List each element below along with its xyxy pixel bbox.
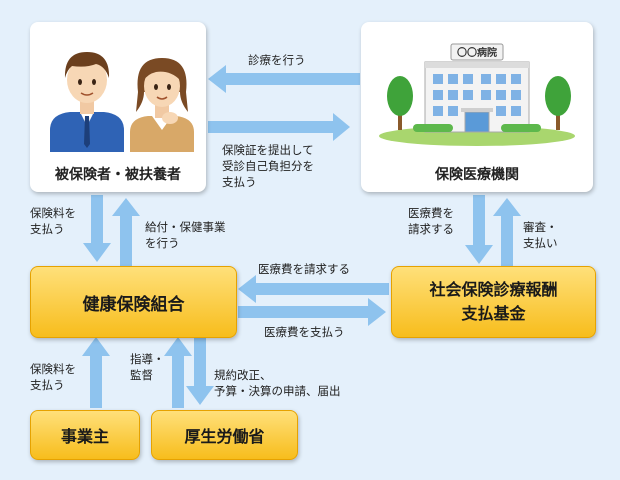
label-claim-costs: 医療費を請求する [258, 262, 350, 276]
ministry-label: 厚生労働省 [184, 427, 265, 446]
arrow-pay-costs [238, 298, 386, 326]
hospital-label: 保険医療機関 [435, 167, 519, 183]
arrow-employer-premium [82, 337, 110, 408]
insured-label: 被保険者・被扶養者 [55, 167, 181, 183]
hospital-building-illustration: 〇〇病院 [379, 43, 575, 146]
arrow-guidance [164, 337, 192, 408]
label-submit-card-l1: 保険証を提出して [222, 143, 314, 157]
label-pay-premium-l2: 支払う [30, 222, 65, 236]
label-medical-claim-l1: 医療費を [408, 206, 454, 220]
insured-box: 被保険者・被扶養者 [30, 22, 206, 192]
arrow-review-payment [493, 198, 521, 266]
label-consultation: 診療を行う [248, 53, 306, 67]
tree-left [387, 76, 413, 130]
woman-figure [130, 58, 194, 152]
arrow-consultation [208, 65, 360, 93]
label-pay-costs: 医療費を支払う [264, 325, 345, 339]
label-reports-l1: 規約改正、 [214, 368, 272, 382]
arrow-pay-premium [83, 195, 111, 262]
arrow-reports [186, 337, 214, 405]
man-figure [50, 52, 124, 152]
union-label: 健康保険組合 [82, 294, 185, 315]
label-review-l2: 支払い [523, 236, 558, 250]
label-submit-card-l3: 支払う [222, 175, 257, 189]
health-insurance-union-box: 健康保険組合 [30, 266, 237, 338]
arrow-medical-claim [465, 195, 493, 264]
employer-label: 事業主 [60, 427, 109, 446]
insured-people-illustration [50, 52, 194, 152]
fund-label-line1: 社会保険診療報酬 [429, 280, 558, 299]
label-pay-premium-l1: 保険料を [30, 206, 76, 220]
label-submit-card-l2: 受診自己負担分を [222, 159, 314, 173]
label-employer-premium-l2: 支払う [30, 378, 65, 392]
label-guidance-l2: 監督 [130, 368, 153, 382]
hospital-sign: 〇〇病院 [457, 46, 497, 59]
label-review-l1: 審査・ [523, 220, 558, 234]
label-employer-premium-l1: 保険料を [30, 362, 76, 376]
arrow-submit-card [208, 113, 350, 141]
tree-right [545, 76, 571, 130]
label-reports-l2: 予算・決算の申請、届出 [214, 384, 341, 398]
label-guidance-l1: 指導・ [130, 352, 165, 366]
arrow-claim-costs [238, 275, 389, 303]
label-benefits-l1: 給付・保健事業 [145, 220, 226, 234]
employer-box: 事業主 [30, 410, 140, 460]
ministry-box: 厚生労働省 [151, 410, 298, 460]
fund-label-line2: 支払基金 [461, 304, 526, 323]
payment-fund-box: 社会保険診療報酬 支払基金 [391, 266, 596, 338]
label-benefits-l2: を行う [145, 236, 180, 250]
label-medical-claim-l2: 請求する [408, 222, 454, 236]
hospital-box: 〇〇病院 保険医療機関 [361, 22, 593, 192]
arrow-benefits [112, 198, 140, 266]
